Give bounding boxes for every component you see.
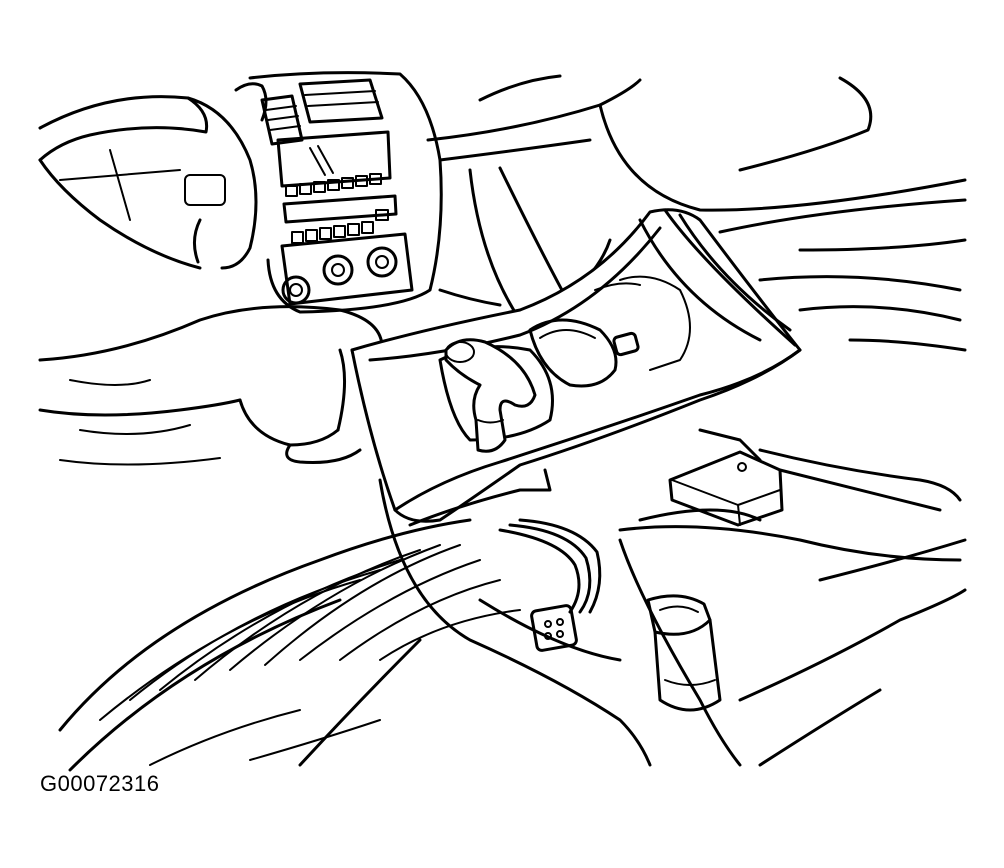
hvac-knobs (280, 232, 414, 306)
connector-plug (646, 594, 722, 712)
dashboard-right (426, 74, 967, 352)
center-stack (248, 71, 443, 314)
console-trim-plate (350, 208, 802, 527)
radio-buttons (282, 173, 398, 244)
hand (38, 305, 384, 466)
console-base (618, 428, 962, 562)
figure-code-label: G00072316 (40, 771, 160, 796)
wire-harness (498, 518, 722, 712)
seat-bottom (58, 478, 967, 772)
shift-lever (444, 338, 537, 453)
steering-wheel (38, 82, 268, 270)
electrical-connector (530, 604, 578, 652)
